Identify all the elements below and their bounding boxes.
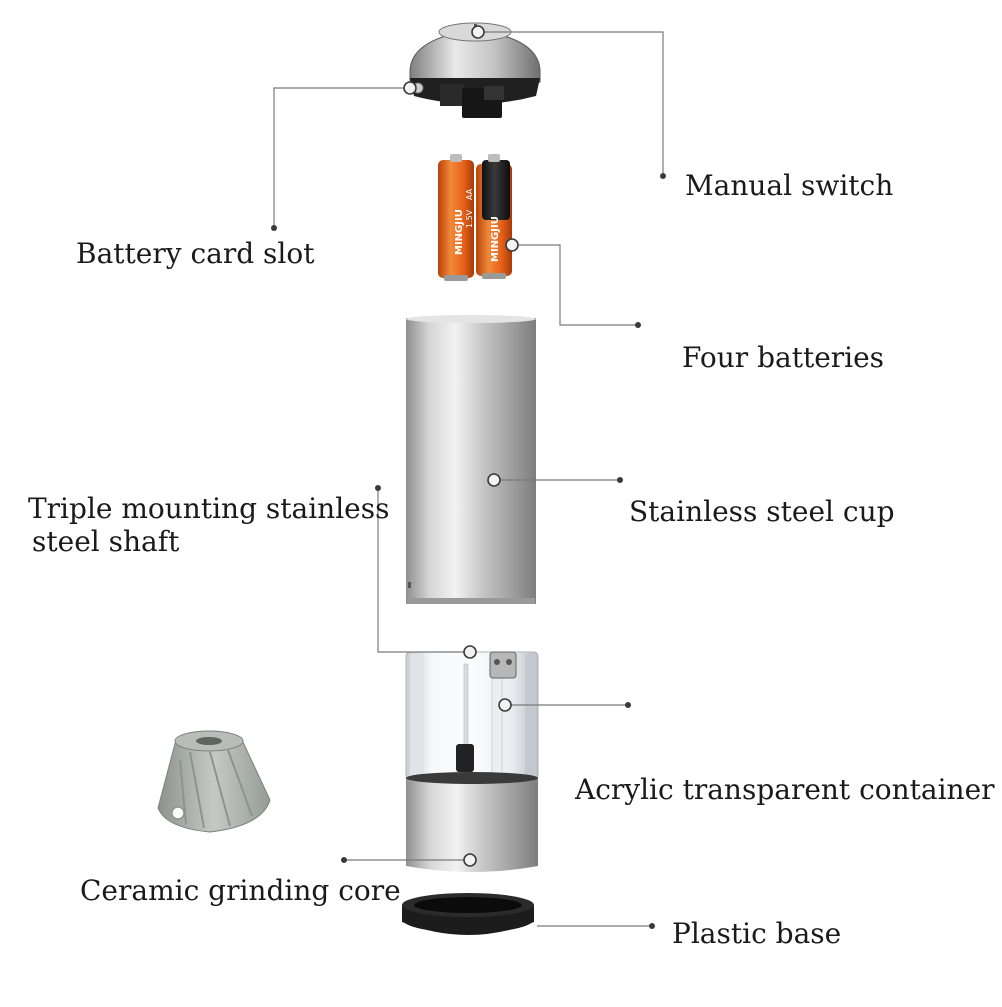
acrylic-grinder-body — [405, 651, 539, 872]
batteries: MINGJIU MINGJIU AA 1.5V — [438, 154, 512, 281]
label-manual-switch: Manual switch — [685, 169, 894, 202]
leader-manual-switch — [478, 31, 664, 176]
top-cap-assembly — [409, 22, 541, 118]
label-plastic-base: Plastic base — [672, 917, 842, 950]
label-battery-card-slot: Battery card slot — [76, 237, 315, 270]
leader-battery-slot — [273, 87, 410, 228]
leader-lines — [273, 31, 664, 927]
label-triple-mounting-2: steel shaft — [32, 525, 180, 558]
battery-brand-text-2: MINGJIU — [490, 216, 501, 262]
leader-triple-shaft — [377, 488, 470, 653]
leader-four-batteries — [512, 244, 638, 326]
battery-brand-text: MINGJIU — [454, 209, 465, 255]
label-four-batteries: Four batteries — [682, 341, 885, 374]
plastic-base — [402, 893, 534, 935]
label-triple-mounting-1: Triple mounting stainless — [28, 492, 390, 525]
label-stainless-steel-cup: Stainless steel cup — [629, 495, 895, 528]
battery-size-text: AA — [465, 188, 474, 200]
battery-voltage-text: 1.5V — [465, 209, 474, 228]
callout-dots — [271, 25, 666, 929]
label-acrylic-container: Acrylic transparent container — [575, 773, 995, 806]
stainless-steel-cup — [406, 315, 536, 604]
ceramic-grinding-core — [157, 730, 271, 833]
label-ceramic-grinding-core: Ceramic grinding core — [80, 874, 401, 907]
